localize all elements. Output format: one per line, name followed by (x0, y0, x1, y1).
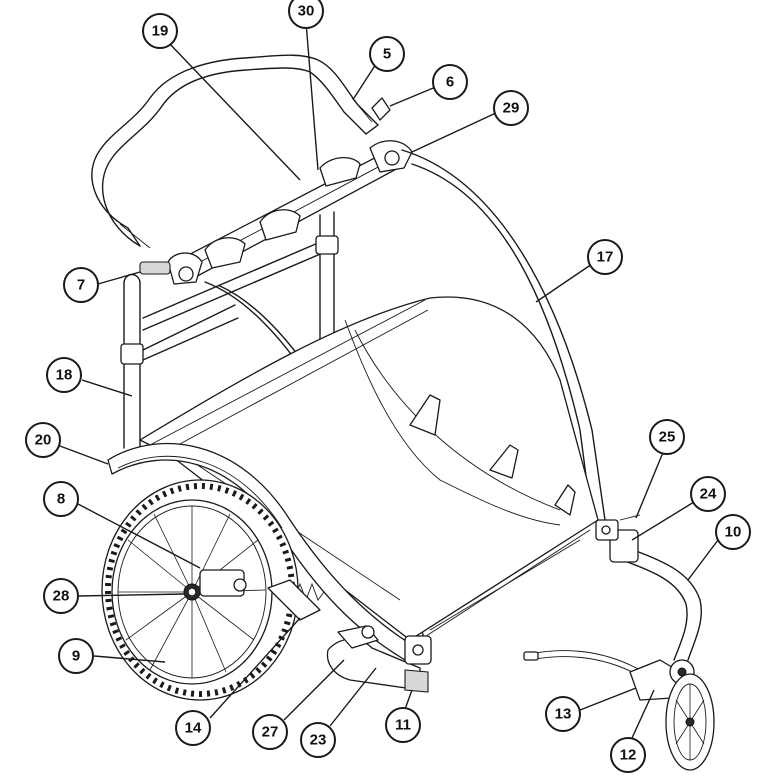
callout-label-8: 8 (57, 491, 65, 508)
callout-10: 10 (715, 514, 751, 550)
callout-28: 28 (43, 578, 79, 614)
left-frame-post (120, 239, 326, 449)
callout-8: 8 (43, 481, 79, 517)
callout-label-20: 20 (35, 432, 52, 449)
callout-5: 5 (369, 36, 405, 72)
callout-19: 19 (142, 13, 178, 49)
callout-label-10: 10 (725, 524, 742, 541)
safety-strap (523, 650, 641, 677)
callout-label-24: 24 (700, 486, 717, 503)
callout-label-11: 11 (395, 717, 411, 734)
callout-24: 24 (690, 476, 726, 512)
callout-6: 6 (432, 64, 468, 100)
callout-17: 17 (587, 239, 623, 275)
callout-23: 23 (300, 722, 336, 758)
callout-9: 9 (58, 638, 94, 674)
callout-label-29: 29 (503, 100, 520, 117)
callout-label-28: 28 (53, 588, 70, 605)
callout-25: 25 (649, 419, 685, 455)
callout-13: 13 (545, 696, 581, 732)
suspension-spring (267, 579, 325, 621)
rear-wheel (101, 479, 299, 701)
callout-label-18: 18 (56, 367, 73, 384)
callout-label-19: 19 (152, 23, 169, 40)
callout-label-6: 6 (446, 74, 454, 91)
callout-7: 7 (63, 267, 99, 303)
callout-label-7: 7 (77, 277, 85, 294)
callout-label-30: 30 (298, 3, 315, 20)
callout-label-9: 9 (72, 648, 80, 665)
callout-label-12: 12 (620, 747, 637, 764)
callout-label-5: 5 (383, 46, 391, 63)
callout-label-23: 23 (310, 732, 327, 749)
callout-label-14: 14 (185, 720, 202, 737)
front-wheel (629, 659, 715, 771)
callout-11: 11 (385, 707, 421, 743)
callout-14: 14 (175, 710, 211, 746)
callout-18: 18 (46, 357, 82, 393)
callout-20: 20 (25, 422, 61, 458)
callout-30: 30 (288, 0, 324, 29)
handlebar (91, 54, 379, 249)
callout-label-13: 13 (555, 706, 572, 723)
brake-pedal (326, 625, 429, 693)
lower-connector (404, 635, 432, 665)
callout-label-25: 25 (659, 429, 676, 446)
cross-bar-assembly (139, 97, 413, 285)
leader-lines (59, 21, 719, 739)
callout-label-17: 17 (597, 249, 614, 266)
wheel-spokes (118, 506, 267, 678)
callout-12: 12 (610, 737, 646, 773)
callout-label-27: 27 (262, 724, 279, 741)
tow-arm (595, 514, 703, 661)
callout-27: 27 (252, 714, 288, 750)
callout-29: 29 (493, 90, 529, 126)
